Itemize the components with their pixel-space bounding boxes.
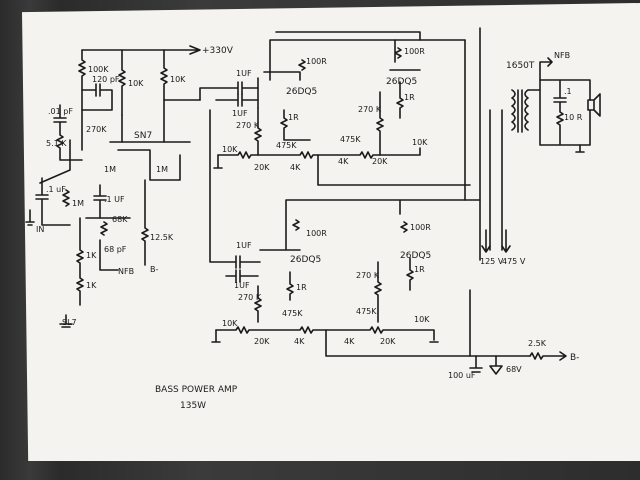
xfmr-cap: .1 (564, 87, 572, 96)
top-r475b: 475K (340, 135, 361, 144)
bot-cap1: 1UF (236, 241, 252, 250)
top-r475a: 475K (276, 141, 297, 150)
top-tube1: 26DQ5 (286, 87, 317, 97)
r-10k-b: 10K (170, 75, 186, 84)
bot-r10k2: 10K (414, 315, 430, 324)
cap-68pf: 68 pF (104, 245, 127, 254)
bias-cap: 100 uF (448, 371, 476, 380)
output-transformer: 1650T NFB .1 10 R 125 V 475 V (464, 27, 601, 266)
nfb-input: NFB (118, 267, 134, 276)
r-12-5k: 12.5K (150, 233, 174, 242)
b-minus-pre: B- (150, 265, 158, 274)
top-r1a: 1R (288, 113, 299, 122)
schematic-title: BASS POWER AMP (155, 385, 238, 395)
r-270k: 270K (86, 125, 107, 134)
r-1m-b: 1M (156, 165, 168, 174)
top-r100a: 100R (306, 57, 327, 66)
output-top: 1UF 1UF 100R 26DQ5 270 K 1R 475K 100R 26… (199, 31, 471, 186)
cap-01pf: .01 pF (48, 107, 73, 116)
tube-sn7: SN7 (134, 131, 152, 141)
r-1m-a: 1M (104, 165, 116, 174)
xfmr-model: 1650T (506, 61, 535, 71)
top-r270b: 270 K (358, 105, 382, 114)
speaker-icon (587, 93, 601, 117)
top-cap1: 1UF (236, 69, 252, 78)
tap-475v: 475 V (502, 257, 526, 266)
bot-r475b: 475K (356, 307, 377, 316)
xfmr-nfb: NFB (554, 51, 570, 60)
xfmr-res: 10 R (564, 113, 583, 122)
top-r4ka: 4K (290, 163, 301, 172)
top-r10k: 10K (222, 145, 238, 154)
bot-r4kb: 4K (344, 337, 355, 346)
bot-r475a: 475K (282, 309, 303, 318)
preamp-stage: 100K 10K 10K 120 pF .01 pF 5.1 K 270K SN… (25, 49, 201, 328)
schematic-subtitle: 135W (180, 401, 206, 411)
bot-r270b: 270 K (356, 271, 380, 280)
top-r4kb: 4K (338, 157, 349, 166)
b-minus-out: B- (570, 353, 579, 363)
cap-1uf-pre: .1 UF (104, 195, 125, 204)
top-r100b: 100R (404, 47, 425, 56)
r-10k-a: 10K (128, 79, 144, 88)
bias-supply: 100 uF 68V 2.5K B- (448, 289, 579, 380)
top-r270a: 270 K (236, 121, 260, 130)
r-100k: 100K (88, 65, 109, 74)
led-sl7: SL7 (62, 318, 77, 327)
bias-68v: 68V (506, 365, 522, 374)
cap-120pf: 120 pF (92, 75, 120, 84)
input-1m: 1M (72, 199, 84, 208)
bot-r270a: 270 K (238, 293, 262, 302)
bot-r10k: 10K (222, 319, 238, 328)
paper-sheet (22, 3, 640, 461)
hv-rail: +330V (81, 45, 234, 56)
bot-r1b: 1R (414, 265, 425, 274)
bot-r20ka: 20K (254, 337, 270, 346)
r-68k: 68K (112, 215, 128, 224)
top-r1b: 1R (404, 93, 415, 102)
bot-tube1: 26DQ5 (290, 255, 321, 265)
output-bottom: 1UF 1UF 100R 26DQ5 270 K 1R 475K 100R 26… (209, 109, 531, 357)
tap-125v: 125 V (480, 257, 504, 266)
r-1k-b: 1K (86, 281, 97, 290)
hv-label: +330V (202, 46, 234, 56)
top-tube2: 26DQ5 (386, 77, 417, 87)
bot-r1a: 1R (296, 283, 307, 292)
bot-tube2: 26DQ5 (400, 251, 431, 261)
top-r20ka: 20K (254, 163, 270, 172)
top-r20kb: 20K (372, 157, 388, 166)
bias-2-5k: 2.5K (528, 339, 547, 348)
input-cap: .1 uF (46, 185, 66, 194)
bot-r4ka: 4K (294, 337, 305, 346)
r-5-1k: 5.1 K (46, 139, 67, 148)
top-r10k2: 10K (412, 138, 428, 147)
r-1k-a: 1K (86, 251, 97, 260)
input-jack-label: IN (36, 225, 44, 234)
bot-r100b: 100R (410, 223, 431, 232)
bot-cap2: 1UF (234, 281, 250, 290)
bot-r100a: 100R (306, 229, 327, 238)
bot-r20kb: 20K (380, 337, 396, 346)
top-cap2: 1UF (232, 109, 248, 118)
